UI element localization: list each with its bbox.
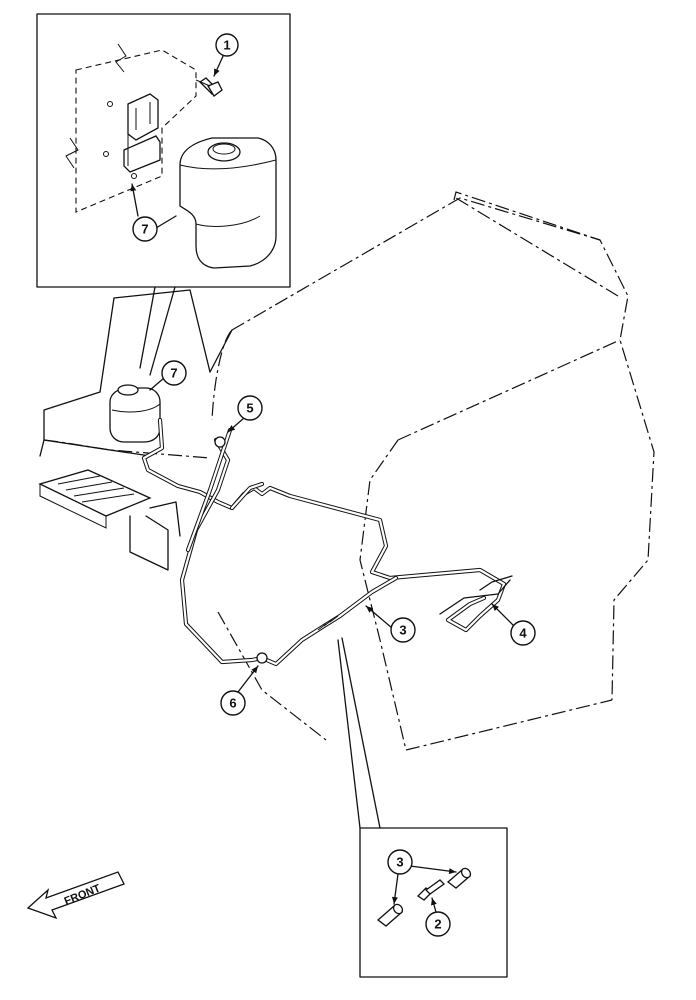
washer-bracket (103, 93, 161, 179)
mounting-plate-outline (75, 49, 197, 213)
bottom-inset-leader (337, 637, 381, 829)
washer-reservoir-icon (179, 137, 277, 269)
break-line-left (65, 137, 79, 169)
top-inset-leader (139, 286, 176, 376)
step-plate (38, 469, 152, 529)
callout-4: 4 (510, 620, 536, 646)
svg-text:3: 3 (396, 855, 403, 870)
break-line-top (115, 43, 127, 73)
callout-3-main: 3 (390, 617, 416, 643)
svg-text:7: 7 (170, 366, 177, 381)
tube-end-upper-icon (446, 867, 472, 889)
svg-text:6: 6 (229, 696, 236, 711)
callout-5: 5 (237, 395, 263, 421)
callout-7-main-leader (149, 377, 165, 391)
callout-7-inset: 7 (132, 216, 158, 242)
nozzle-5-fitting (214, 436, 226, 448)
connector-2-location (317, 615, 339, 631)
top-inset-frame (36, 13, 291, 288)
callout-6: 6 (220, 690, 246, 716)
callout-5-leader (227, 417, 245, 433)
callout-3-main-leader (365, 605, 393, 629)
callout-3-inset-leader-a (409, 865, 457, 875)
callout-4-leader (491, 603, 515, 627)
top-inset-detail: 1 7 (36, 13, 291, 376)
svg-text:4: 4 (519, 626, 527, 641)
tube-connector-icon (416, 879, 446, 901)
callout-3-inset: 3 (387, 849, 413, 875)
washer-tubing (141, 417, 513, 667)
callout-7-inset-leader-a (155, 215, 177, 229)
callout-3-inset-leader-b (391, 873, 399, 905)
tube-end-lower-icon (376, 903, 404, 927)
svg-text:2: 2 (434, 917, 441, 932)
callout-1: 1 (215, 33, 239, 57)
cab-outline (43, 191, 655, 751)
svg-text:3: 3 (399, 623, 406, 638)
callout-1-leader (213, 53, 225, 77)
callout-2-leader (431, 897, 437, 913)
svg-text:5: 5 (246, 401, 253, 416)
machine-body (38, 289, 233, 571)
mounting-bolt-icon (195, 77, 223, 97)
callout-2: 2 (425, 911, 451, 937)
svg-text:1: 1 (223, 38, 230, 53)
callout-7-inset-leader-b (130, 183, 139, 217)
front-direction-arrow: FRONT (26, 871, 125, 920)
main-washer-reservoir-icon (109, 384, 161, 443)
callout-6-leader (237, 665, 259, 693)
bottom-inset-detail: 3 2 (337, 637, 508, 978)
bottom-inset-frame (359, 827, 508, 978)
svg-text:7: 7 (141, 222, 148, 237)
clip-6-fitting (256, 652, 268, 664)
callout-7-main: 7 (161, 360, 187, 386)
